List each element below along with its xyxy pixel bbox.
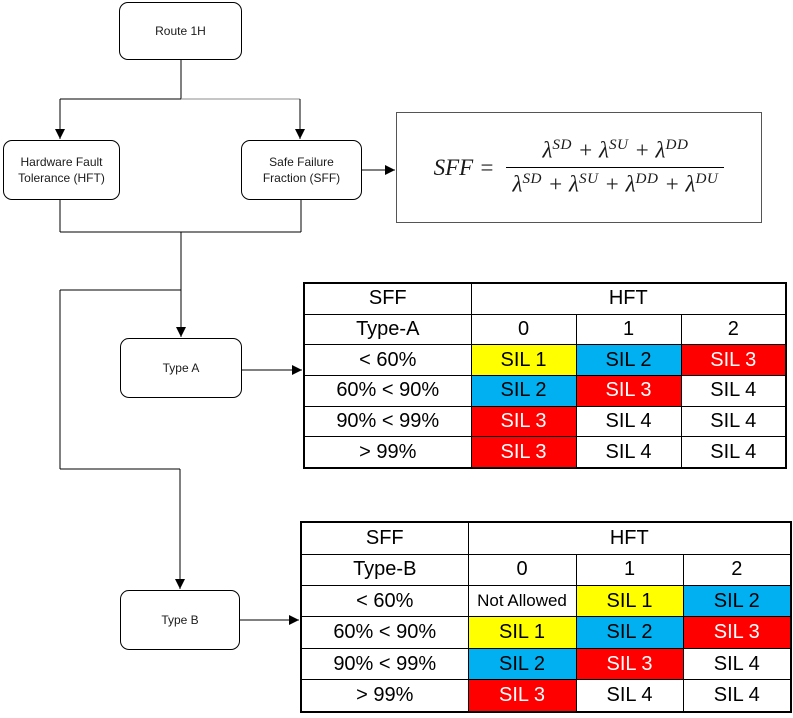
lambda-symbol: λ [542, 137, 553, 163]
hft-col-header: 1 [575, 313, 682, 346]
lambda-symbol: λ [569, 171, 579, 197]
sil-cell: SIL 3 [575, 374, 682, 407]
hft-col-header: 2 [680, 313, 787, 346]
sil-cell: SIL 4 [575, 405, 682, 438]
sil-cell: SIL 4 [680, 374, 787, 407]
hft-label: Hardware Fault Tolerance (HFT) [18, 154, 105, 185]
sil-cell: SIL 3 [680, 344, 787, 376]
sil-cell: SIL 2 [575, 344, 682, 376]
sil-cell: SIL 2 [575, 616, 684, 649]
formula-fraction: λSD + λSU + λDD λSD + λSU + λDD + λDU [506, 135, 725, 200]
sff-formula-box: SFF = λSD + λSU + λDD λSD + λSU + λDD + … [396, 112, 762, 223]
type-label: Type-A [303, 313, 472, 346]
hft-col-header: 1 [575, 553, 684, 587]
hft-col-header: 0 [470, 313, 577, 346]
sff-node: Safe Failure Fraction (SFF) [241, 140, 362, 200]
sil-cell: SIL 3 [575, 647, 684, 681]
lambda-superscript: DD [665, 135, 689, 153]
sil-cell: SIL 2 [470, 374, 577, 407]
route-1h-node: Route 1H [119, 2, 242, 60]
formula-denominator: λSD + λSU + λDD + λDU [506, 167, 725, 199]
table-span-header: HFT [467, 521, 792, 555]
sil-cell: SIL 4 [680, 436, 787, 469]
type-a-node: Type A [120, 338, 242, 398]
sff-range-label: 90% < 99% [300, 647, 469, 681]
type-b-label: Type B [161, 612, 199, 627]
lambda-symbol: λ [655, 137, 666, 163]
lambda-symbol: λ [598, 137, 609, 163]
sil-cell: SIL 4 [682, 679, 792, 713]
route-1h-label: Route 1H [155, 23, 206, 38]
type-a-label: Type A [162, 360, 200, 375]
lambda-superscript: SD [522, 170, 542, 187]
sil-cell: SIL 4 [575, 679, 684, 713]
lambda-superscript: SD [552, 135, 572, 153]
sff-range-label: 60% < 90% [303, 374, 472, 407]
type-label: Type-B [300, 553, 469, 587]
sil-cell: SIL 2 [467, 647, 577, 681]
sil-cell: SIL 2 [682, 585, 792, 618]
hft-node: Hardware Fault Tolerance (HFT) [3, 140, 120, 200]
hft-col-header: 0 [467, 553, 577, 587]
sil-cell: SIL 1 [470, 344, 577, 376]
sff-range-label: 60% < 90% [300, 616, 469, 649]
formula-lhs: SFF = [433, 154, 495, 180]
lambda-superscript: SU [608, 135, 629, 153]
hft-col-header: 2 [682, 553, 792, 587]
formula-numerator: λSD + λSU + λDD [542, 135, 689, 163]
table-span-header: HFT [470, 282, 787, 315]
sil-cell: SIL 4 [682, 647, 792, 681]
sil-cell: SIL 3 [467, 679, 577, 713]
sff-label: Safe Failure Fraction (SFF) [262, 154, 341, 185]
lambda-superscript: DD [635, 170, 659, 187]
sff-range-label: < 60% [303, 344, 472, 376]
sil-cell: SIL 1 [575, 585, 684, 618]
lambda-superscript: DU [695, 170, 719, 187]
sff-range-label: 90% < 99% [303, 405, 472, 438]
sff-range-label: > 99% [300, 679, 469, 713]
lambda-superscript: SU [579, 170, 599, 187]
sil-cell: SIL 3 [470, 405, 577, 438]
lambda-symbol: λ [625, 171, 636, 197]
type-b-node: Type B [120, 590, 240, 650]
lambda-symbol: λ [512, 171, 523, 197]
sil-cell: SIL 4 [575, 436, 682, 469]
sff-range-label: < 60% [300, 585, 469, 618]
table-corner-header: SFF [303, 282, 472, 315]
sil-cell: SIL 4 [680, 405, 787, 438]
table-corner-header: SFF [300, 521, 469, 555]
sil-cell: SIL 3 [470, 436, 577, 469]
lambda-symbol: λ [685, 171, 696, 197]
sil-cell: SIL 3 [682, 616, 792, 649]
sff-range-label: > 99% [303, 436, 472, 469]
sil-cell: Not Allowed [467, 585, 577, 618]
sil-cell: SIL 1 [467, 616, 577, 649]
